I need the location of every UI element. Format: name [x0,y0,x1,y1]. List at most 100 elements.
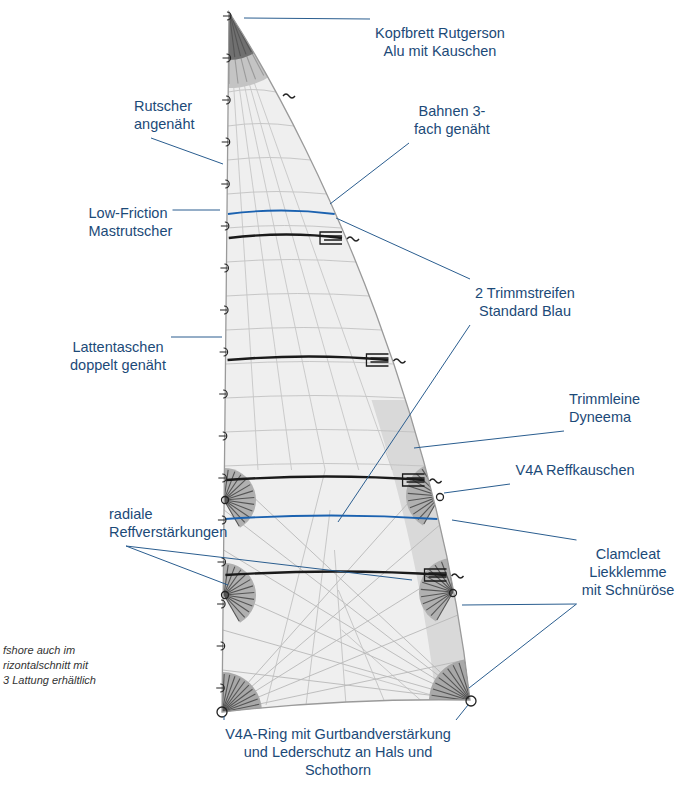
callout-label: Lattentaschen doppelt genäht [70,338,166,374]
batten-pocket-end [425,569,447,581]
batten [225,572,446,576]
callout-label: V4A-Ring mit Gurtbandverstärkung und Led… [225,725,451,779]
leader-line [151,138,223,164]
panel-seam [228,90,276,93]
leader-line [126,546,412,580]
mast-slide [222,96,230,104]
callout-label: Clamcleat Liekklemme mit Schnüröse [582,545,675,599]
telltale [283,94,295,98]
trim-stripe [225,516,437,520]
panel-seam [227,192,327,195]
callout-label: Low-Friction Mastrutscher [89,204,168,240]
reinforcement-ray [439,678,471,701]
ring [222,497,229,504]
leader-line [173,210,221,211]
reinforcement-ray [229,10,256,79]
note-text: fshore auch im rizontalschnitt mit 3 Lat… [3,643,96,688]
leader-line [330,143,409,204]
trim-stripe [228,211,335,215]
callout-label: radiale Reffverstärkungen [109,505,121,541]
mast-slide [223,12,231,20]
callout-label: Trimmleine Dyneema [569,390,581,426]
leader-line [456,705,468,720]
reinforcement-ray [194,10,229,75]
ring [450,590,457,597]
panel-seam [225,396,405,399]
ring [437,494,444,501]
ring [217,707,227,717]
panel-seam [225,430,415,433]
panel-seam [227,260,356,263]
telltale [452,574,464,578]
leech-band [372,400,476,700]
mast-slide [223,54,231,62]
reinforcement-ray [432,701,471,708]
mast-slide [216,684,224,692]
mast-slide [220,306,228,314]
reinforcement-ray [431,592,453,616]
panel-seam [222,525,440,712]
reinforcement-ray [440,464,443,496]
reinforcement-ray [202,10,229,79]
leader-line [244,18,370,19]
reinforcement-ray [218,10,229,56]
panel-seam [228,158,311,161]
leader-line [336,218,470,279]
mast-slide [222,138,230,146]
batten-pocket-end [403,474,425,486]
mast-slide [218,516,226,524]
mast-slide [221,222,229,230]
panel-seam [223,630,470,700]
mast-slide [219,432,227,440]
leader-line [224,716,225,720]
leader-lines [126,18,577,720]
callout-label: V4A Reffkauschen [515,461,635,479]
panel-seam [227,226,342,229]
leader-line [171,337,222,338]
reinforcement-ray [224,595,239,621]
batten [226,477,424,481]
mast-slide [217,642,225,650]
reinforcement-ray [186,10,229,71]
panel-seam [226,294,369,297]
reinforcement-ray [211,10,229,82]
reinforcement-ray [408,496,440,501]
ring [466,696,476,706]
reinforcement-ray [436,464,440,496]
mast-slide [217,600,225,608]
reinforcement-ray [220,10,229,84]
reinforcement-ray [212,10,229,54]
callout-label: Rutscher angenäht [134,97,146,133]
mast-slide [218,558,226,566]
reinforcement-patch [221,563,256,623]
panel-seam [334,550,346,705]
reinforcement-ray [431,700,471,702]
panel-seam [266,470,325,705]
mast-slide [221,180,229,188]
reinforcement-ray [409,486,440,496]
leader-line [452,520,577,540]
mast-slide [218,474,226,482]
mast-slide [220,264,228,272]
panel-seam [306,510,330,705]
leader-line [444,484,510,493]
ring [222,592,229,599]
reinforcement-ray [408,493,440,496]
callout-label: Kopfbrett Rutgerson Alu mit Kauschen [375,24,505,60]
telltale [393,359,405,363]
telltale [430,479,442,483]
panel-seam [342,630,426,705]
mast-slide [219,390,227,398]
reinforcement-patch [419,558,456,621]
mast-slide [220,348,228,356]
reinforcement-ray [425,576,453,592]
callout-label: 2 Trimmstreifen Standard Blau [475,284,575,320]
reinforcement-ray [222,712,260,715]
batten-pocket-end [320,232,342,244]
batten-pocket-end [366,354,388,366]
leader-line [469,604,577,688]
batten [228,357,389,361]
leader-line [414,431,564,448]
leader-line [462,604,577,605]
